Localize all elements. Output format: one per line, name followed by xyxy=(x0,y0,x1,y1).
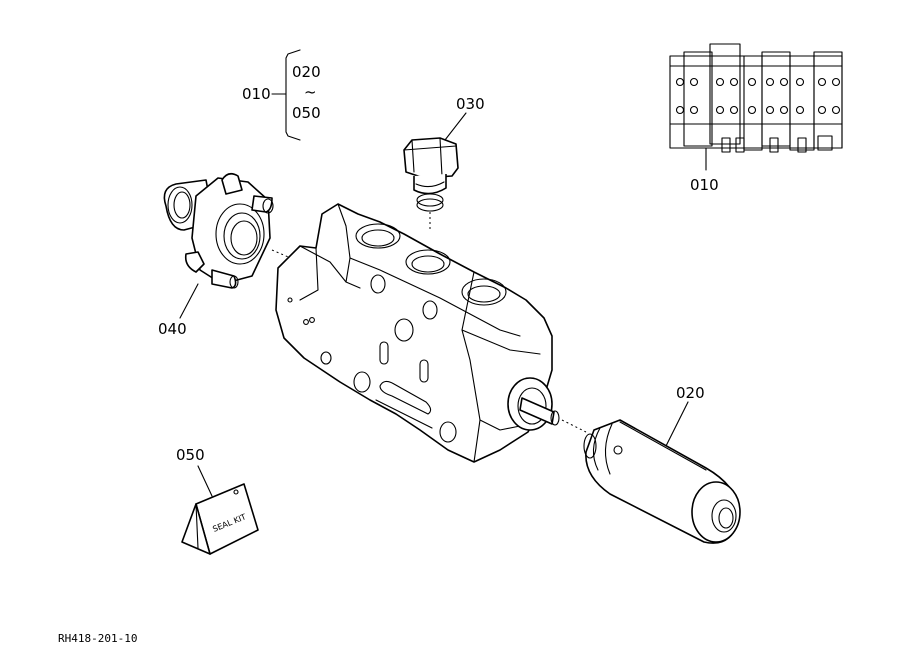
seal-kit-label: 050 xyxy=(176,446,205,464)
seal-kit-part: 050 SEAL KIT xyxy=(176,446,259,555)
plug-part: 030 xyxy=(403,95,485,232)
drawing-code: RH418-201-10 xyxy=(58,632,137,645)
solenoid-label: 020 xyxy=(676,384,705,402)
overview-label: 010 xyxy=(690,176,719,194)
solenoid-part: 020 xyxy=(583,384,741,544)
flange-part: 040 xyxy=(158,172,301,338)
range-start-label: 020 xyxy=(292,63,321,81)
range-end-label: 050 xyxy=(292,104,321,122)
range-tilde: ~ xyxy=(304,83,317,101)
plug-label: 030 xyxy=(456,95,485,113)
valve-body xyxy=(275,203,587,463)
range-bracket: 010 020 ~ 050 xyxy=(242,49,321,141)
overview-part: 010 xyxy=(669,43,843,194)
flange-label: 040 xyxy=(158,320,187,338)
assembly-label: 010 xyxy=(242,85,271,103)
